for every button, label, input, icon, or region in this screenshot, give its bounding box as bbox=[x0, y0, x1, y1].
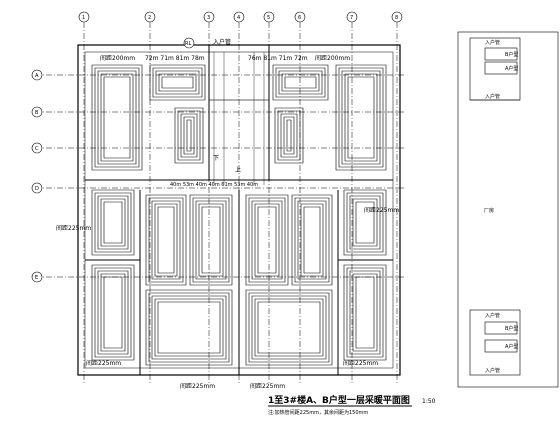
heating-coil bbox=[335, 64, 387, 171]
axis-bubble-left-E: E bbox=[31, 271, 43, 283]
bottom-spacing-label-3: 间距225mm bbox=[250, 382, 285, 390]
legend-middle-label: 厂房 bbox=[484, 207, 494, 214]
svg-text:7: 7 bbox=[350, 15, 353, 21]
axis-bubble-top-7: 7 bbox=[346, 11, 358, 23]
right-zone-spacing-label: 间距200mm bbox=[315, 54, 350, 62]
svg-text:1: 1 bbox=[82, 15, 85, 21]
heating-coil bbox=[149, 64, 206, 101]
axis-bubble-left-C: C bbox=[31, 142, 43, 154]
entrance-pipe-label: 入户管 bbox=[213, 38, 231, 46]
svg-text:2: 2 bbox=[148, 15, 151, 21]
stair-up-label: 上 bbox=[235, 166, 241, 174]
heating-coil bbox=[189, 194, 233, 286]
svg-text:3: 3 bbox=[207, 15, 210, 21]
heating-coil bbox=[174, 107, 204, 164]
heating-coil bbox=[274, 107, 304, 164]
drawing-title: 1至3#楼A、B户型一层采暖平面图 bbox=[268, 394, 410, 406]
bottom-spacing-label-1: 间距225mm bbox=[86, 359, 121, 367]
drawing-note: 注:加热管间距225mm，其余间距为150mm bbox=[268, 409, 368, 416]
axis-bubbles-top: 1 2 3 4 5 6 7 8 bbox=[78, 11, 403, 23]
right-loop-lengths-label: 76m 81m 71m 72m bbox=[248, 55, 308, 62]
legend-top-item-4: 入户管 bbox=[485, 93, 500, 100]
svg-text:E: E bbox=[35, 275, 38, 281]
svg-text:D: D bbox=[35, 186, 39, 192]
legend-top-item-2: B户型 bbox=[505, 51, 518, 58]
drawing-scale: 1:50 bbox=[422, 398, 436, 405]
bottom-spacing-label-2: 间距225mm bbox=[180, 382, 215, 390]
svg-text:A: A bbox=[35, 73, 39, 79]
legend-top-item-1: 入户管 bbox=[485, 39, 500, 46]
bottom-spacing-label-4: 间距225mm bbox=[343, 359, 378, 367]
manifold-tag-bubble bbox=[183, 37, 195, 49]
axis-bubble-top-8: 8 bbox=[391, 11, 403, 23]
axis-bubble-top-5: 5 bbox=[263, 11, 275, 23]
axis-bubble-top-2: 2 bbox=[144, 11, 156, 23]
center-loop-lengths-label: 40m 53m 40m 40m 61m 53m 40m bbox=[170, 182, 258, 188]
left-side-spacing-label: 间距225mm bbox=[56, 224, 91, 232]
legend-bottom-item-2: B户型 bbox=[505, 325, 518, 332]
axis-bubble-left-D: D bbox=[31, 182, 43, 194]
heating-pipe-loops bbox=[91, 52, 387, 366]
svg-text:5: 5 bbox=[267, 15, 270, 21]
legend-bottom-item-1: 入户管 bbox=[485, 312, 500, 319]
legend-bottom-item-3: A户型 bbox=[505, 343, 518, 350]
right-side-spacing-label: 间距225mm bbox=[364, 206, 399, 214]
stair-down-label: 下 bbox=[213, 155, 219, 162]
heating-coil bbox=[245, 289, 333, 366]
heating-coil bbox=[291, 194, 333, 286]
manifold-tag-label: RL bbox=[185, 41, 191, 47]
axis-bubble-top-3: 3 bbox=[203, 11, 215, 23]
heating-coil bbox=[343, 264, 387, 361]
building-outline bbox=[77, 44, 401, 376]
legend-panel bbox=[457, 31, 559, 388]
legend-top-item-3: A户型 bbox=[505, 65, 518, 72]
svg-text:4: 4 bbox=[237, 15, 240, 21]
heating-coil bbox=[343, 189, 387, 256]
axis-bubble-top-1: 1 bbox=[78, 11, 90, 23]
svg-text:8: 8 bbox=[395, 15, 398, 21]
heating-coil bbox=[145, 289, 233, 366]
legend-bottom-item-4: 入户管 bbox=[485, 367, 500, 374]
svg-text:6: 6 bbox=[298, 15, 301, 21]
left-loop-lengths-label: 72m 71m 81m 78m bbox=[145, 55, 205, 62]
axis-bubble-left-B: B bbox=[31, 106, 43, 118]
svg-text:C: C bbox=[35, 146, 39, 152]
heating-coil bbox=[91, 189, 135, 256]
axis-bubble-top-6: 6 bbox=[294, 11, 306, 23]
axis-bubbles-left: A B C D E bbox=[31, 69, 43, 283]
left-zone-spacing-label: 间距200mm bbox=[100, 54, 135, 62]
heating-coil bbox=[91, 64, 143, 171]
axis-bubble-left-A: A bbox=[31, 69, 43, 81]
svg-text:B: B bbox=[35, 110, 39, 116]
heating-coil bbox=[245, 194, 289, 286]
axis-bubble-top-4: 4 bbox=[233, 11, 245, 23]
heating-coil bbox=[145, 194, 187, 286]
heating-coil bbox=[272, 64, 329, 101]
heating-coil bbox=[91, 264, 135, 361]
